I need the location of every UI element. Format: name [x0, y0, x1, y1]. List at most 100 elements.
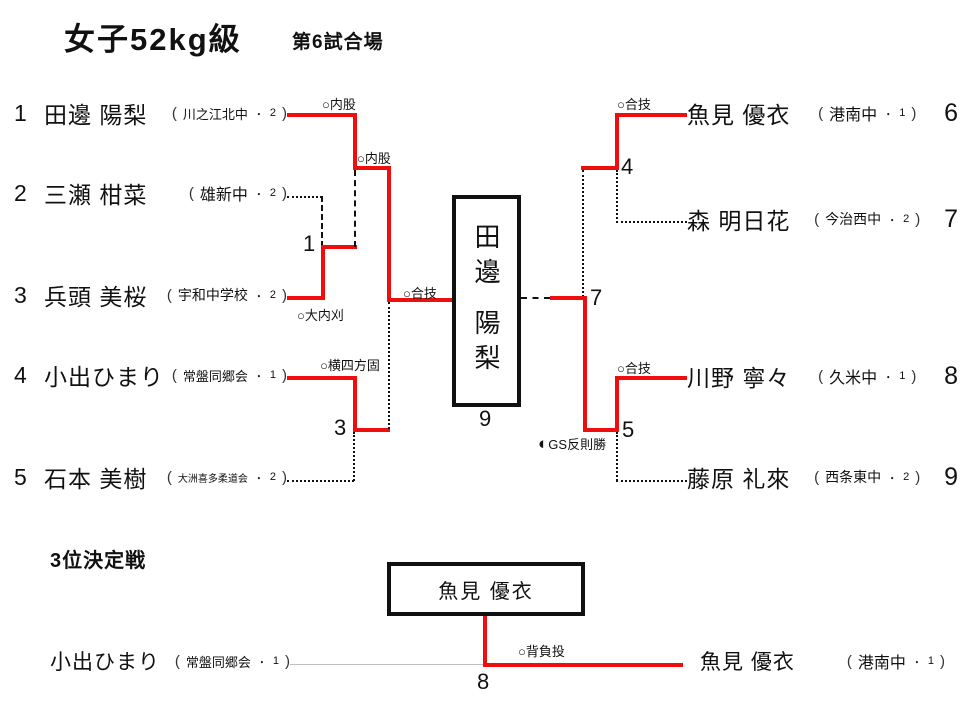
- koide-entry-line: [287, 376, 357, 380]
- seed-number: 5: [14, 463, 27, 490]
- hyodo-match1-win-line: [321, 245, 325, 300]
- paren-open: (: [818, 367, 824, 385]
- champion-name: 田邊 陽梨: [471, 222, 501, 380]
- third-place-koide-loss-line: [290, 664, 485, 665]
- separator-dot: ・: [883, 109, 894, 121]
- paren-open: (: [814, 468, 820, 486]
- club-name: 常盤同郷会: [182, 368, 248, 384]
- paren-open: (: [166, 286, 172, 304]
- match-number-7: 7: [590, 285, 603, 310]
- koide-match3-win-line: [353, 376, 357, 432]
- player-name: 小出ひまり: [44, 364, 164, 390]
- third-place-left-row: 小出ひまり ( 常盤同郷会・ 1): [50, 646, 290, 676]
- club-grade: (常盤同郷会・1): [172, 366, 287, 385]
- grade-number: 1: [927, 655, 934, 667]
- grade-number: 1: [899, 107, 906, 119]
- grade-number: 2: [269, 289, 276, 301]
- paren-open: (: [171, 104, 177, 122]
- grade-number: 1: [899, 370, 906, 382]
- tanabe-match2-drop-line: [353, 113, 357, 170]
- seed-number: 4: [14, 361, 27, 388]
- grade-number: 2: [269, 471, 276, 483]
- match-number-4: 4: [621, 154, 634, 179]
- player-name: 藤原 礼來: [687, 466, 791, 492]
- club-name: 港南中: [829, 107, 878, 124]
- player-row-9: 藤原 礼來 (西条東中・2) 9: [687, 462, 958, 493]
- uomi-semifinal-loss-line: [582, 170, 584, 297]
- match5-winner-out-line: [583, 428, 619, 432]
- club-name: 常盤同郷会: [185, 654, 251, 670]
- paren-close: ): [282, 104, 287, 122]
- ishimoto-match3-drop-line: [353, 432, 355, 481]
- final-right-winner-stub-line: [550, 296, 587, 300]
- tanabe-entry-line: [287, 113, 357, 117]
- separator-dot: ・: [253, 189, 264, 201]
- club-name: 宇和中学校: [177, 287, 248, 303]
- paren-close: ): [285, 652, 290, 670]
- club-grade: (雄新中・2): [189, 181, 287, 205]
- kawano-match5-win-line: [615, 376, 619, 432]
- player-name: 魚見 優衣: [700, 651, 795, 674]
- third-place-winner-name: 魚見 優衣: [438, 580, 534, 603]
- seed-number: 3: [14, 281, 27, 308]
- club-grade: (大洲喜多柔道会・2): [167, 469, 287, 486]
- hyodo-match2-loss-line: [354, 170, 356, 247]
- paren-open: (: [166, 468, 172, 486]
- fujiwara-match5-drop-line: [616, 432, 618, 481]
- final-right-loss-connector-line: [521, 297, 550, 299]
- paren-close: ): [282, 468, 287, 486]
- paren-close: ): [915, 468, 921, 486]
- uomi-match4-win-line: [615, 113, 619, 170]
- player-name: 小出ひまり: [50, 651, 160, 674]
- paren-close: ): [940, 652, 945, 670]
- grade-number: 2: [903, 213, 910, 225]
- match-number-3: 3: [334, 415, 347, 440]
- paren-open: (: [814, 210, 820, 228]
- club-name: 雄新中: [199, 187, 248, 204]
- match-number-8: 8: [477, 669, 490, 694]
- match3-winner-out-line: [353, 428, 390, 432]
- half-circle-icon: ◐: [538, 434, 549, 453]
- club-name: 今治西中: [825, 211, 882, 227]
- match4-technique-label: ○合技: [617, 97, 651, 112]
- separator-dot: ・: [887, 215, 898, 227]
- player-name: 田邊 陽梨: [44, 102, 148, 128]
- hyodo-entry-line: [287, 296, 325, 300]
- player-row-6: 魚見 優衣 (港南中・1) 6: [687, 98, 958, 129]
- semifinal-right-result-label: ◐GS反則勝: [538, 434, 606, 453]
- grade-number: 2: [903, 471, 910, 483]
- paren-open: (: [174, 652, 180, 670]
- uomi-entry-line: [615, 113, 687, 117]
- separator-dot: ・: [253, 109, 264, 121]
- grade-number: 1: [269, 369, 276, 381]
- seed-number: 2: [14, 179, 27, 206]
- match2-technique-label: ○内股: [322, 97, 356, 112]
- grade-number: 2: [269, 107, 276, 119]
- separator-dot: ・: [253, 291, 264, 303]
- third-place-right-row: 魚見 優衣 (港南中・1): [700, 646, 945, 676]
- player-name: 魚見 優衣: [687, 102, 791, 128]
- tanabe-semifinal-win-line: [387, 166, 391, 302]
- player-name: 森 明日花: [687, 208, 791, 234]
- match5-technique-label: ○合技: [617, 361, 651, 376]
- separator-dot: ・: [256, 657, 267, 669]
- third-place-winner-box: 魚見 優衣: [387, 562, 585, 616]
- paren-close: ): [915, 210, 921, 228]
- player-row-1: 1 田邊 陽梨 (川之江北中・2): [14, 98, 287, 129]
- grade-number: 2: [269, 187, 276, 199]
- player-name: 三瀬 柑菜: [44, 182, 148, 208]
- player-row-7: 森 明日花 (今治西中・2) 7: [687, 204, 958, 235]
- club-name: 大洲喜多柔道会: [177, 473, 248, 485]
- club-name: 久米中: [829, 370, 878, 387]
- match-number-5: 5: [622, 417, 635, 442]
- grade-number: 1: [272, 655, 279, 667]
- club-name: 川之江北中: [182, 106, 248, 122]
- paren-close: ): [911, 367, 917, 385]
- club-grade: ( 今治西中・ 2): [814, 209, 920, 229]
- player-row-8: 川野 寧々 (久米中・1) 8: [687, 361, 958, 392]
- third-place-heading: 3位決定戦: [50, 550, 147, 572]
- match-number-1: 1: [303, 231, 316, 256]
- kawano-semifinal-win-line: [583, 296, 587, 432]
- paren-close: ): [911, 104, 917, 122]
- club-grade: (宇和中学校・2): [167, 285, 287, 305]
